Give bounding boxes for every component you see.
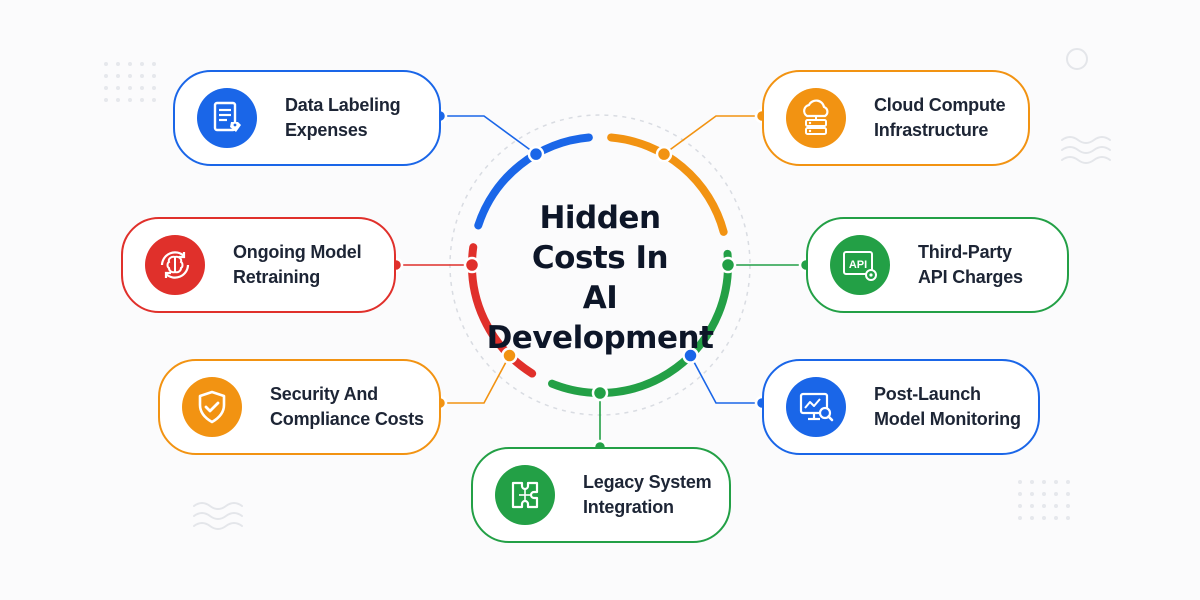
- node-card-third-party-api: API Third-Party API Charges: [806, 217, 1069, 313]
- node-card-legacy-integration: Legacy System Integration: [471, 447, 731, 543]
- node-label: Cloud Compute Infrastructure: [874, 93, 1006, 143]
- ring-arc: [548, 249, 732, 397]
- node-label-line: Model Monitoring: [874, 409, 1021, 429]
- node-label-line: API Charges: [918, 267, 1023, 287]
- node-label-line: Integration: [583, 497, 674, 517]
- node-card-cloud-compute: Cloud Compute Infrastructure: [762, 70, 1030, 166]
- node-label: Ongoing Model Retraining: [233, 240, 362, 290]
- connector-dot: [527, 145, 545, 163]
- connector-dot: [655, 145, 673, 163]
- node-label-line: Cloud Compute: [874, 95, 1006, 115]
- node-card-data-labeling: Data Labeling Expenses: [173, 70, 441, 166]
- decorative-wave-marks: [193, 136, 1111, 530]
- node-label-line: Legacy System: [583, 472, 712, 492]
- node-label: Data Labeling Expenses: [285, 93, 401, 143]
- brain-refresh-icon: [145, 235, 205, 295]
- connector-dot: [591, 384, 609, 402]
- center-title-line: Costs In: [531, 240, 669, 276]
- shield-check-icon: [182, 377, 242, 437]
- node-card-post-launch-monitoring: Post-Launch Model Monitoring: [762, 359, 1040, 455]
- node-label-line: Retraining: [233, 267, 321, 287]
- decorative-ring-mark: [1066, 48, 1088, 70]
- connector-line: [440, 115, 537, 155]
- node-label-line: Third-Party: [918, 242, 1012, 262]
- puzzle-icon: [495, 465, 555, 525]
- ring-arc: [607, 133, 728, 236]
- node-label-line: Data Labeling: [285, 95, 401, 115]
- document-tag-icon: [197, 88, 257, 148]
- node-label-line: Post-Launch: [874, 384, 981, 404]
- decorative-dot-grid: [1018, 480, 1070, 520]
- connector-line: [663, 115, 762, 155]
- monitor-search-icon: [786, 377, 846, 437]
- cloud-server-icon: [786, 88, 846, 148]
- node-label-line: Expenses: [285, 120, 368, 140]
- connector-line: [440, 355, 511, 404]
- node-label-line: Ongoing Model: [233, 242, 362, 262]
- node-label-line: Infrastructure: [874, 120, 989, 140]
- node-label-line: Compliance Costs: [270, 409, 424, 429]
- node-card-model-retraining: Ongoing Model Retraining: [121, 217, 396, 313]
- connector-dot: [682, 347, 699, 364]
- center-title: Hidden Costs In AI Development: [480, 198, 720, 358]
- node-label: Legacy System Integration: [583, 470, 712, 520]
- center-title-line: AI Development: [486, 280, 714, 356]
- node-label: Security And Compliance Costs: [270, 382, 424, 432]
- connector-dot: [463, 256, 481, 274]
- connector-dot: [719, 256, 737, 274]
- node-label: Post-Launch Model Monitoring: [874, 382, 1021, 432]
- decorative-dot-grid: [104, 62, 156, 102]
- connector-dot: [501, 347, 518, 364]
- node-label: Third-Party API Charges: [918, 240, 1023, 290]
- api-gear-icon: API: [830, 235, 890, 295]
- ring-arc: [474, 133, 593, 230]
- node-card-security-compliance: Security And Compliance Costs: [158, 359, 441, 455]
- node-label-line: Security And: [270, 384, 378, 404]
- api-badge-text: API: [849, 259, 867, 271]
- center-title-line: Hidden: [539, 200, 661, 236]
- connector-line: [689, 355, 762, 404]
